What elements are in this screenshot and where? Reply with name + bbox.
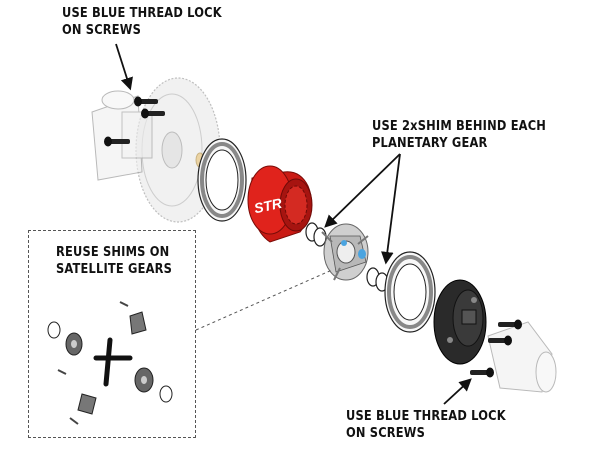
arrow-top-screws: [115, 43, 133, 91]
arrow-planet-shim-right: [381, 153, 401, 265]
planetary-shim-label: USE 2xSHIM BEHIND EACH PLANETARY GEAR: [372, 118, 546, 152]
inset-leader-line: [195, 269, 333, 331]
right-screws: [470, 319, 522, 378]
satellite-shim: [57, 301, 129, 425]
black-diff-cap: [433, 279, 487, 365]
reuse-shims-label: REUSE SHIMS ON SATELLITE GEARS: [56, 244, 172, 278]
top-thread-lock-label: USE BLUE THREAD LOCK ON SCREWS: [62, 5, 222, 39]
label-line: PLANETARY GEAR: [372, 136, 488, 151]
planetary-gear-cluster: [321, 223, 369, 281]
satellite-shim: [159, 385, 173, 403]
screw: [104, 136, 130, 147]
right-outdrive-cup: [487, 321, 557, 393]
callout-arrows: [115, 43, 472, 405]
left-screws: [104, 96, 165, 147]
satellite-shim: [47, 321, 61, 339]
label-line: USE 2xSHIM BEHIND EACH: [372, 119, 547, 134]
label-line: SATELLITE GEARS: [56, 262, 173, 277]
screw: [134, 96, 158, 107]
screw: [470, 367, 494, 378]
planet-shims-left: [305, 222, 327, 247]
label-line: USE BLUE THREAD LOCK: [346, 409, 506, 424]
satellite-gear: [134, 367, 154, 393]
gasket-ring-right: [384, 251, 436, 333]
case-logo: STR: [253, 195, 285, 217]
screw: [141, 108, 165, 119]
screw: [498, 319, 522, 330]
cross-pin: [93, 337, 133, 387]
satellite-gear: [65, 332, 83, 356]
label-line: USE BLUE THREAD LOCK: [62, 6, 222, 21]
bottom-thread-lock-label: USE BLUE THREAD LOCK ON SCREWS: [346, 408, 506, 442]
left-outdrive-cup: [91, 90, 205, 181]
red-diff-case: STR: [247, 165, 313, 243]
arrow-bottom-screws: [443, 378, 472, 405]
label-line: ON SCREWS: [346, 426, 425, 441]
arrow-planet-shim-left: [324, 153, 401, 228]
satellite-gear: [77, 393, 97, 415]
label-line: ON SCREWS: [62, 23, 141, 38]
screw: [488, 335, 512, 346]
inset-frame: [28, 230, 196, 438]
gasket-ring-left: [197, 138, 247, 222]
satellite-gear: [129, 311, 147, 335]
label-line: REUSE SHIMS ON: [56, 245, 170, 260]
satellite-gear-inset: [47, 301, 173, 425]
planet-shims-right: [366, 267, 389, 292]
